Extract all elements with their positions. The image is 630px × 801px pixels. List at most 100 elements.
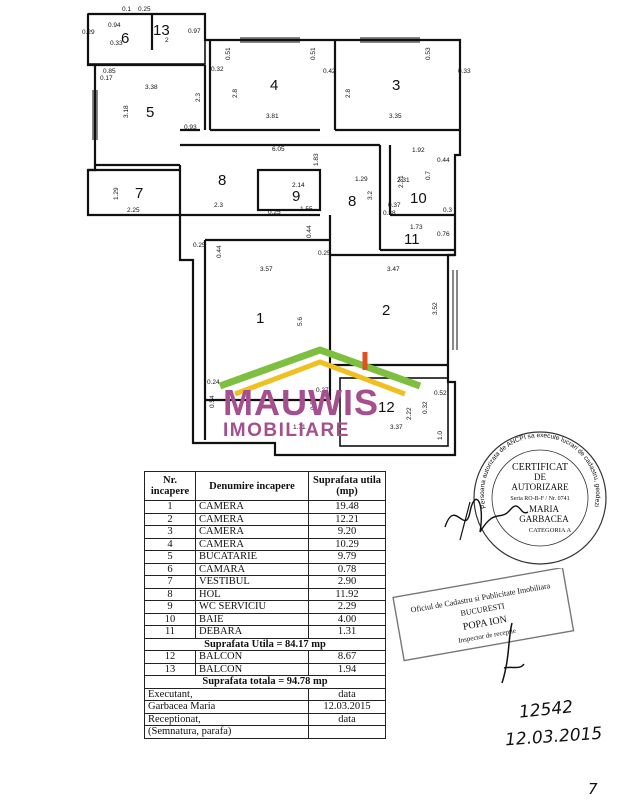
agency-watermark: MAUWIS IMOBILIARE xyxy=(215,346,425,446)
dim: 2.8 xyxy=(345,89,352,98)
cell-name: BALCON xyxy=(195,650,309,664)
dim: 6.05 xyxy=(272,146,285,153)
dim: 0.17 xyxy=(100,75,113,82)
dim: 0.54 xyxy=(209,395,216,408)
cell-nr: 2 xyxy=(144,512,196,526)
dim: 0.85 xyxy=(103,68,116,75)
footer-right: data xyxy=(308,712,386,726)
footer-row: Executant,data xyxy=(144,687,386,701)
wc-room-outline xyxy=(256,168,322,212)
dim: 3.18 xyxy=(123,105,130,118)
cell-area: 4.00 xyxy=(308,612,386,626)
dim: 0.93 xyxy=(184,124,197,131)
floor-plan: 1 2 3 4 5 6 7 8 8 9 10 11 12 13 0.1 0.25… xyxy=(82,6,471,457)
dim: 0.42 xyxy=(323,68,336,75)
cell-area: 9.20 xyxy=(308,525,386,539)
dim: 1.29 xyxy=(355,176,368,183)
dim: 3.2 xyxy=(367,191,374,200)
dim: 0.25 xyxy=(193,242,206,249)
handwritten-date: 12.03.2015 xyxy=(504,723,603,751)
cell-area: 2.29 xyxy=(308,600,386,614)
dim: 0.38 xyxy=(383,210,396,217)
signature xyxy=(444,498,529,541)
header-area: Suprafata utila (mp) xyxy=(308,471,386,501)
dim: 0.51 xyxy=(310,397,317,410)
cell-nr: 6 xyxy=(144,562,196,576)
cell-name: CAMARA xyxy=(195,562,309,576)
dim: 0.25 xyxy=(138,6,151,13)
dim: 2.14 xyxy=(292,182,305,189)
dim: 3.47 xyxy=(387,266,400,273)
dim: 2.25 xyxy=(127,207,140,214)
dim: 0.25 xyxy=(318,250,331,257)
cell-area: 12.21 xyxy=(308,512,386,526)
room-label-9: 9 xyxy=(292,188,300,205)
cell-name: HOL xyxy=(195,587,309,601)
cell-name: CAMERA xyxy=(195,537,309,551)
cell-name: VESTIBUL xyxy=(195,575,309,589)
inspector-signature xyxy=(501,622,525,684)
footer-row: Receptionat,data xyxy=(144,712,386,726)
balcony-13-outline xyxy=(87,13,206,65)
dim: 2.31 xyxy=(397,177,410,184)
cell-nr: 8 xyxy=(144,587,196,601)
dim: 0.51 xyxy=(310,47,317,60)
room-label-13: 13 xyxy=(153,22,170,39)
dim: 0.53 xyxy=(425,47,432,60)
dim: 1.92 xyxy=(412,147,425,154)
header-nr: Nr. incapere xyxy=(144,471,196,501)
dim: 0.1 xyxy=(122,6,131,13)
dim: 5.6 xyxy=(297,317,304,326)
footer-right: 12.03.2015 xyxy=(308,700,386,714)
room-label-11: 11 xyxy=(404,231,420,248)
cell-area: 0.78 xyxy=(308,562,386,576)
header-name: Denumire incapere xyxy=(195,471,309,501)
cell-area: 19.48 xyxy=(308,500,386,514)
dim: 0.29 xyxy=(82,29,95,36)
cell-area: 8.67 xyxy=(308,650,386,664)
cell-nr: 11 xyxy=(144,625,196,639)
dim: 3.38 xyxy=(145,84,158,91)
cell-name: WC SERVICIU xyxy=(195,600,309,614)
footer-left: Executant, xyxy=(144,687,309,701)
cell-area: 11.92 xyxy=(308,587,386,601)
cadastre-stamp: Oficiul de Cadastru si Publicitate Imobi… xyxy=(392,568,577,668)
house-logo-icon xyxy=(218,346,422,397)
cell-nr: 5 xyxy=(144,550,196,564)
dim: 0.97 xyxy=(188,28,201,35)
dim: 0.32 xyxy=(422,401,429,414)
cell-area: 2.90 xyxy=(308,575,386,589)
dim: 0.44 xyxy=(216,245,223,258)
dim: 1.83 xyxy=(313,153,320,166)
cell-name: CAMERA xyxy=(195,500,309,514)
cell-name: BAIE xyxy=(195,612,309,626)
stamp-line: CERTIFICAT xyxy=(512,462,568,473)
footer-left: (Semnatura, parafa) xyxy=(144,725,309,739)
dim: 0.51 xyxy=(225,47,232,60)
stamp-line: AUTORIZARE xyxy=(511,482,569,492)
room-label-7: 7 xyxy=(135,185,143,202)
footer-right xyxy=(308,725,386,739)
footer-left: Garbacea Maria xyxy=(144,700,309,714)
room-label-5: 5 xyxy=(146,104,154,121)
useful-total-row-cell: Suprafata Utila = 84.17 mp xyxy=(144,637,386,651)
cell-nr: 10 xyxy=(144,612,196,626)
authorization-stamp: Persoana autorizata de ANCPI sa execute … xyxy=(470,428,607,565)
dim: 1.71 xyxy=(293,424,306,431)
footer-row: (Semnatura, parafa) xyxy=(144,725,386,739)
dim: 3.57 xyxy=(260,266,273,273)
stamp-line: GARBACEA xyxy=(519,514,569,524)
cell-area: 9.79 xyxy=(308,550,386,564)
dim: 0.32 xyxy=(211,66,224,73)
cell-name: CAMERA xyxy=(195,525,309,539)
cell-name: DEBARA xyxy=(195,625,309,639)
dim: 1.55 xyxy=(300,206,313,213)
stamp-line: DE xyxy=(534,472,546,482)
